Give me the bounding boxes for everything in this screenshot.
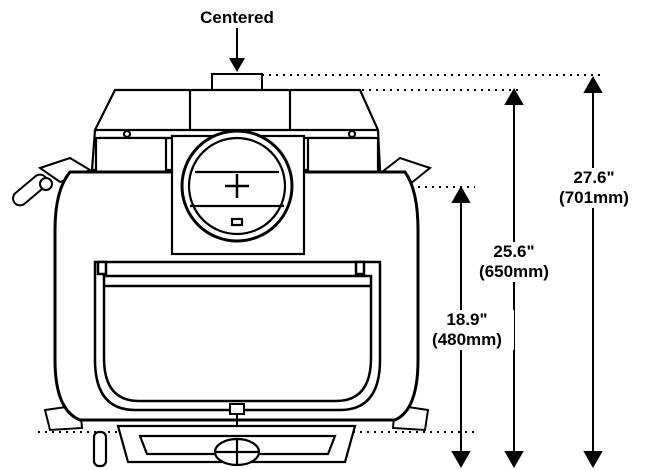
flue-collar bbox=[211, 73, 263, 91]
dim-label-480: 18.9" (480mm) bbox=[420, 310, 514, 350]
dim-701-mm: (701mm) bbox=[559, 188, 629, 207]
ash-pan bbox=[92, 424, 357, 468]
door-window bbox=[93, 260, 382, 412]
centered-label: Centered bbox=[200, 8, 274, 27]
centered-arrow bbox=[229, 28, 245, 72]
dim-701-inches: 27.6" bbox=[573, 168, 615, 187]
dim-480-mm: (480mm) bbox=[432, 330, 502, 349]
dim-480-inches: 18.9" bbox=[446, 310, 488, 329]
dim-label-701: 27.6" (701mm) bbox=[548, 168, 640, 208]
dim-650-mm: (650mm) bbox=[479, 262, 549, 281]
top-housing bbox=[90, 88, 382, 174]
dim-label-650: 25.6" (650mm) bbox=[468, 242, 560, 282]
dim-650-inches: 25.6" bbox=[493, 242, 535, 261]
flue-box bbox=[170, 129, 306, 256]
left-lever-handle bbox=[12, 173, 53, 207]
